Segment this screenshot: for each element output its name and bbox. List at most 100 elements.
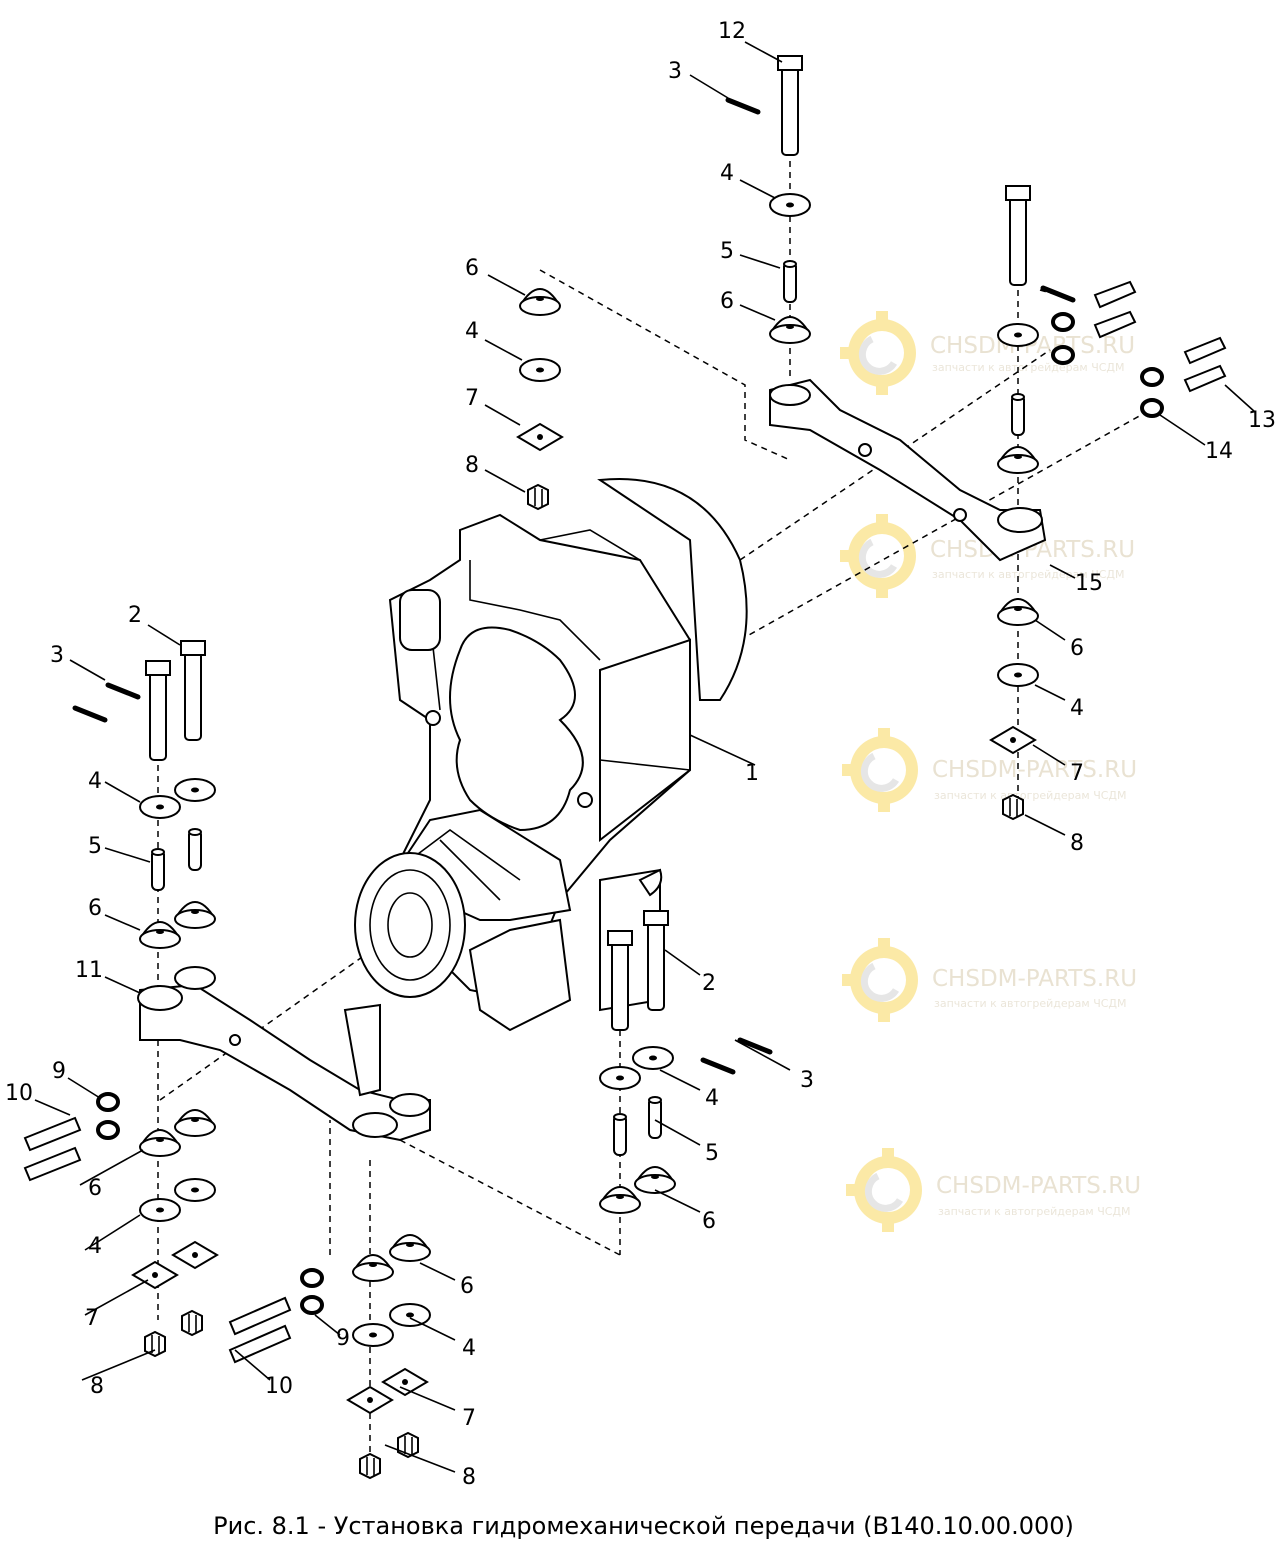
rubber-cushion-icon [997,446,1039,474]
watermark-gear-icon [840,514,916,598]
callout-14: 14 [1205,439,1233,464]
callout-7: 7 [462,1406,476,1431]
rubber-cushion-icon [352,1254,394,1282]
figure-caption: Рис. 8.1 - Установка гидромеханической п… [213,1512,1074,1540]
washer-icon [997,323,1039,347]
watermark-group: CHSDM-PARTS.RU запчасти к автогрейдерам … [840,311,1141,1232]
watermark-gear-icon [842,938,918,1022]
washer-icon [632,1046,674,1070]
sleeve-icon [1011,393,1025,436]
lock-washer-icon [300,1295,324,1315]
lock-washer-icon [300,1268,324,1288]
callout-5: 5 [720,239,734,264]
callout-6: 6 [465,256,479,281]
leader-lines [34,41,1256,1473]
sleeve-icon [648,1096,662,1139]
washer-icon [389,1303,431,1327]
square-plate-icon [172,1241,218,1269]
callout-7: 7 [465,386,479,411]
lock-washer-icon [1140,398,1164,418]
watermark-subtitle: запчасти к автогрейдерам ЧСДМ [934,789,1127,802]
callout-2: 2 [702,971,716,996]
nut-icon [1002,794,1024,820]
callout-8: 8 [462,1465,476,1490]
watermark-title: CHSDM-PARTS.RU [932,966,1137,992]
square-plate-icon [347,1386,393,1414]
watermark-gear-icon [840,311,916,395]
watermark-gear-icon [842,728,918,812]
callout-6: 6 [88,896,102,921]
callout-10: 10 [5,1081,33,1106]
side-bolts [23,280,1227,1364]
callout-3: 3 [50,643,64,668]
square-plate-icon [990,726,1036,754]
callout-8: 8 [1070,831,1084,856]
watermark-subtitle: запчасти к автогрейдерам ЧСДМ [934,997,1127,1010]
square-plate-icon [517,423,563,451]
callout-4: 4 [720,161,734,186]
callout-6: 6 [88,1176,102,1201]
watermark-subtitle: запчасти к автогрейдерам ЧСДМ [938,1205,1131,1218]
callout-8: 8 [465,453,479,478]
mounting-bracket-left [137,966,431,1142]
rubber-cushion-icon [519,288,561,316]
callout-4: 4 [705,1086,719,1111]
rubber-cushion-icon [769,316,811,344]
rubber-cushion-icon [634,1166,676,1194]
rubber-cushion-icon [599,1186,641,1214]
callout-6: 6 [1070,636,1084,661]
callout-8: 8 [90,1374,104,1399]
callout-4: 4 [465,319,479,344]
washer-icon [997,663,1039,687]
lock-washer-icon [96,1120,120,1140]
sleeve-icon [188,828,202,871]
washer-icon [139,795,181,819]
transmission-housing [354,478,748,1032]
callout-4: 4 [1070,696,1084,721]
sleeve-icon [151,848,165,891]
callout-10: 10 [265,1374,293,1399]
fasteners [145,55,1031,1031]
rubber-cushion-icon [139,921,181,949]
nut-icon [181,1310,203,1336]
square-plate-icon [382,1368,428,1396]
callout-12: 12 [718,19,746,44]
callout-1: 1 [745,761,759,786]
washer-icon [519,358,561,382]
cotter-pin-icon [728,100,758,112]
callout-6: 6 [460,1274,474,1299]
callout-2: 2 [128,603,142,628]
mounting-bracket-right [769,378,1047,562]
rubber-cushion-icon [389,1234,431,1262]
callout-6: 6 [720,289,734,314]
cotter-pin-icon [703,1060,733,1072]
washer-icon [174,778,216,802]
watermark-gear-icon [846,1148,922,1232]
callout-15: 15 [1075,571,1103,596]
washer-icon [599,1066,641,1090]
rubber-cushion-icon [997,598,1039,626]
callout-7: 7 [1070,761,1084,786]
rubber-cushion-icon [174,901,216,929]
nut-icon [527,484,549,510]
watermark-subtitle: запчасти к автогрейдерам ЧСДМ [932,361,1125,374]
callout-4: 4 [88,1234,102,1259]
callout-labels: 12 3 4 5 6 6 4 7 8 1 15 6 4 7 8 14 13 2 … [5,19,1276,1490]
lock-washer-icon [1140,367,1164,387]
lock-washer-icon [96,1092,120,1112]
callout-5: 5 [705,1141,719,1166]
washer-icon [174,1178,216,1202]
callout-3: 3 [800,1068,814,1093]
callout-9: 9 [336,1326,350,1351]
callout-7: 7 [85,1306,99,1331]
lock-washer-icon [1051,312,1075,332]
washer-icon [769,193,811,217]
callout-11: 11 [75,958,103,983]
nut-icon [359,1453,381,1479]
cotter-pin-icon [108,685,138,697]
callout-5: 5 [88,834,102,859]
callout-9: 9 [52,1059,66,1084]
cotter-pin-icon [1043,288,1073,300]
rubber-cushion-icon [139,1129,181,1157]
